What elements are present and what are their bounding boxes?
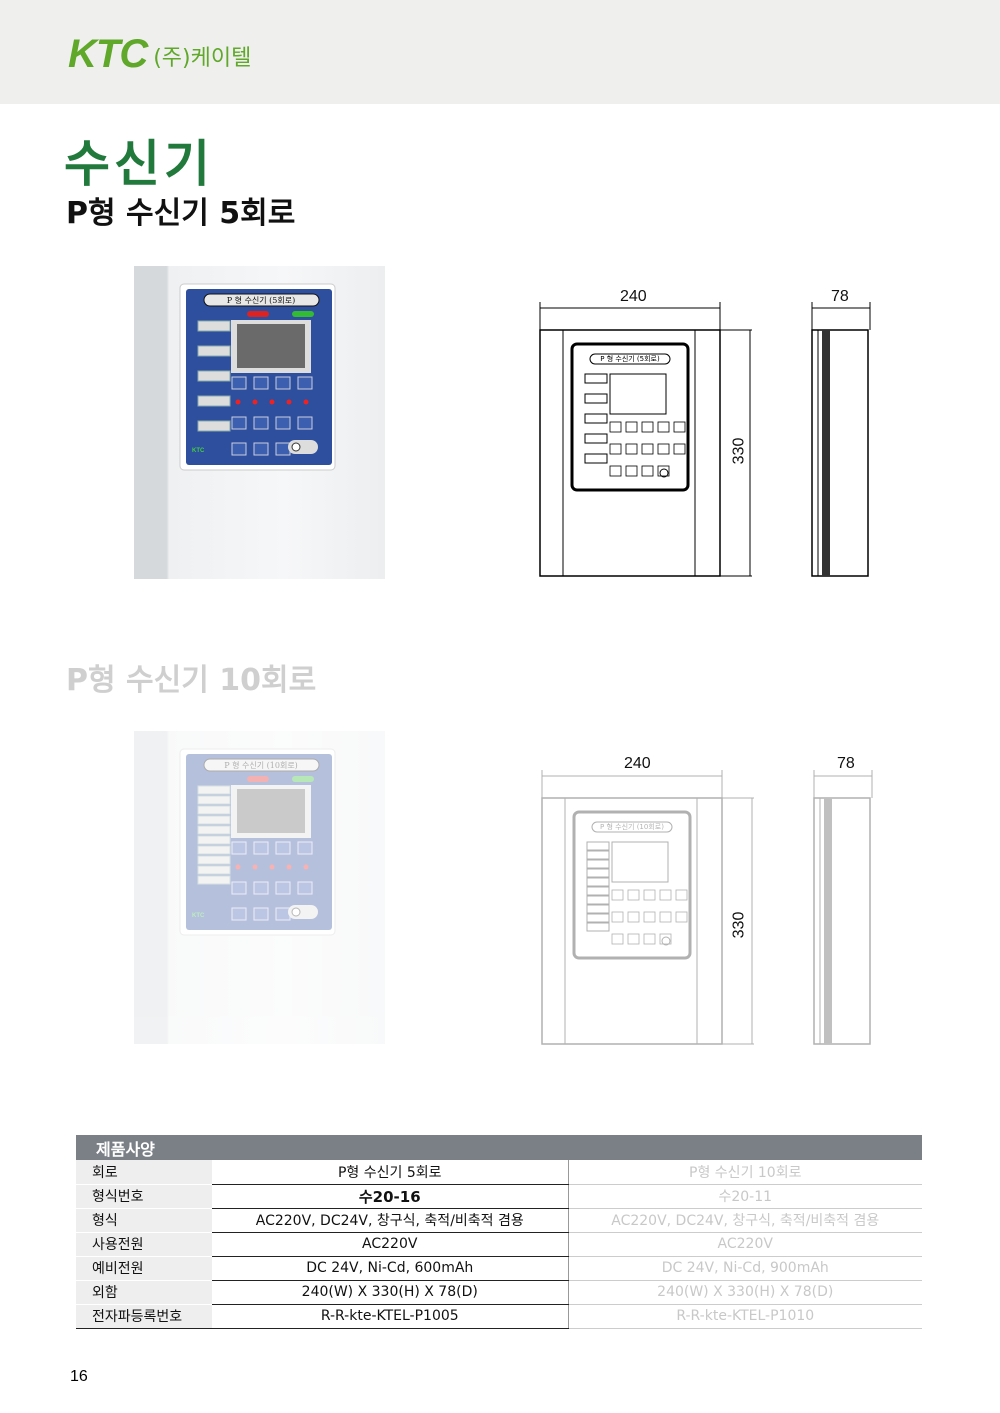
spec-value-10ch: R-R-kte-KTEL-P1010 xyxy=(568,1304,922,1329)
spec-label: 형식 xyxy=(76,1208,212,1233)
dimension-drawing: P 형 수신기 (5회로) xyxy=(530,280,890,595)
company-name: (주)케이텔 xyxy=(153,46,252,71)
spec-value-5ch: DC 24V, Ni-Cd, 600mAh xyxy=(212,1256,569,1281)
spec-value-10ch: AC220V, DC24V, 창구식, 축적/비축적 겸용 xyxy=(568,1208,922,1233)
spec-value-5ch: AC220V, DC24V, 창구식, 축적/비축적 겸용 xyxy=(212,1208,569,1233)
spec-value-5ch: 240(W) X 330(H) X 78(D) xyxy=(212,1280,569,1305)
spec-label: 회로 xyxy=(76,1160,212,1185)
spec-value-5ch: AC220V xyxy=(212,1232,569,1257)
spec-label: 예비전원 xyxy=(76,1256,212,1281)
product-heading: P형 수신기 5회로 xyxy=(66,196,296,231)
svg-text:P 형 수신기 (10회로): P 형 수신기 (10회로) xyxy=(224,761,298,770)
spec-label: 외함 xyxy=(76,1280,212,1305)
spec-value-10ch: DC 24V, Ni-Cd, 900mAh xyxy=(568,1256,922,1281)
company-logo: KTC (주)케이텔 xyxy=(68,32,251,76)
product-photo: P 형 수신기 (5회로) KTC xyxy=(134,266,385,579)
height-dimension: 330 xyxy=(730,911,748,939)
width-dimension: 240 xyxy=(624,755,651,772)
height-dimension: 330 xyxy=(730,437,748,465)
svg-text:P 형 수신기 (5회로): P 형 수신기 (5회로) xyxy=(227,296,296,305)
svg-text:P 형 수신기 (10회로): P 형 수신기 (10회로) xyxy=(600,822,664,831)
spec-title: 제품사양 xyxy=(76,1135,922,1160)
svg-text:P 형 수신기 (5회로): P 형 수신기 (5회로) xyxy=(600,354,660,363)
spec-value-5ch: 수20-16 xyxy=(212,1184,569,1209)
svg-text:KTC: KTC xyxy=(192,913,205,919)
spec-label: 전자파등록번호 xyxy=(76,1304,212,1329)
dimension-drawing: P 형 수신기 (10회로) xyxy=(532,748,892,1063)
spec-value-10ch: 240(W) X 330(H) X 78(D) xyxy=(568,1280,922,1305)
product-photo: P 형 수신기 (10회로) KTC xyxy=(134,731,385,1044)
page-number: 16 xyxy=(70,1368,88,1385)
depth-dimension: 78 xyxy=(837,755,855,772)
spec-value-5ch: R-R-kte-KTEL-P1005 xyxy=(212,1304,569,1329)
spec-value-10ch: 수20-11 xyxy=(568,1184,922,1209)
brand-logo: KTC xyxy=(68,32,148,76)
page-title: 수신기 xyxy=(64,135,214,193)
product-heading: P형 수신기 10회로 xyxy=(66,663,317,698)
svg-text:KTC: KTC xyxy=(192,448,205,454)
spec-label: 형식번호 xyxy=(76,1184,212,1209)
header-band xyxy=(0,0,1000,104)
depth-dimension: 78 xyxy=(831,288,849,305)
spec-label: 사용전원 xyxy=(76,1232,212,1257)
spec-value-10ch: P형 수신기 10회로 xyxy=(568,1160,922,1185)
width-dimension: 240 xyxy=(620,288,647,305)
spec-value-10ch: AC220V xyxy=(568,1232,922,1257)
spec-value-5ch: P형 수신기 5회로 xyxy=(212,1160,569,1185)
